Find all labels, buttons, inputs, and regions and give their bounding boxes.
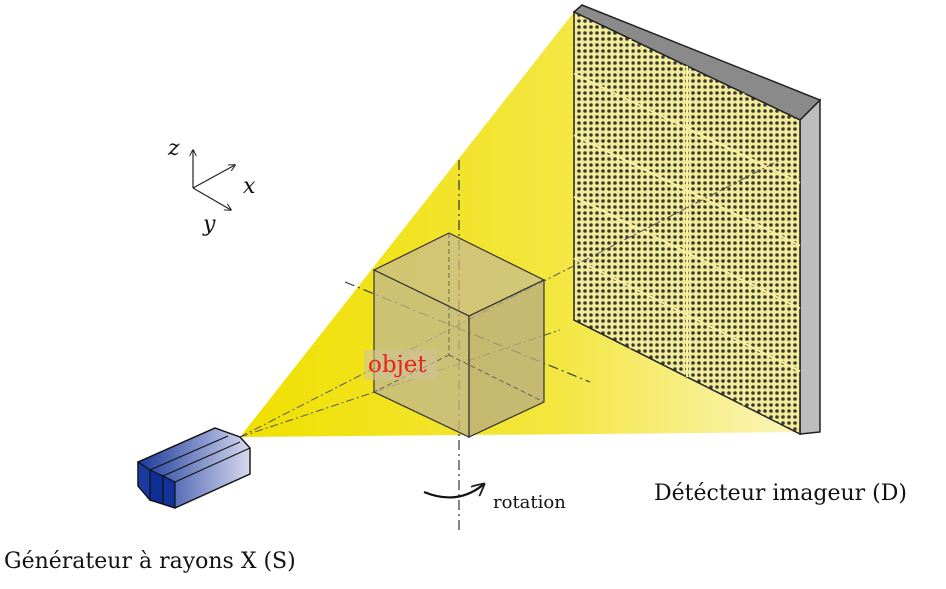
xray-source <box>137 427 251 509</box>
detector-row-divider <box>573 195 801 310</box>
beam-center-line <box>239 159 781 438</box>
axis-y-label: y <box>202 212 216 237</box>
axis-x-label: x <box>243 174 256 199</box>
rotation-arrow <box>423 484 484 499</box>
detector-panel <box>572 4 822 436</box>
detector-label: Détécteur imageur (D) <box>654 481 907 506</box>
coordinate-axes <box>193 150 235 210</box>
object-label: objet <box>368 352 427 378</box>
rotation-label: rotation <box>493 492 566 513</box>
detector-row-divider <box>573 72 801 184</box>
object-cube <box>364 232 546 438</box>
detector-row-divider <box>573 134 801 247</box>
detector-row-divider <box>573 257 801 373</box>
axis-z-label: z <box>167 136 180 161</box>
source-label: Générateur à rayons X (S) <box>4 549 296 574</box>
